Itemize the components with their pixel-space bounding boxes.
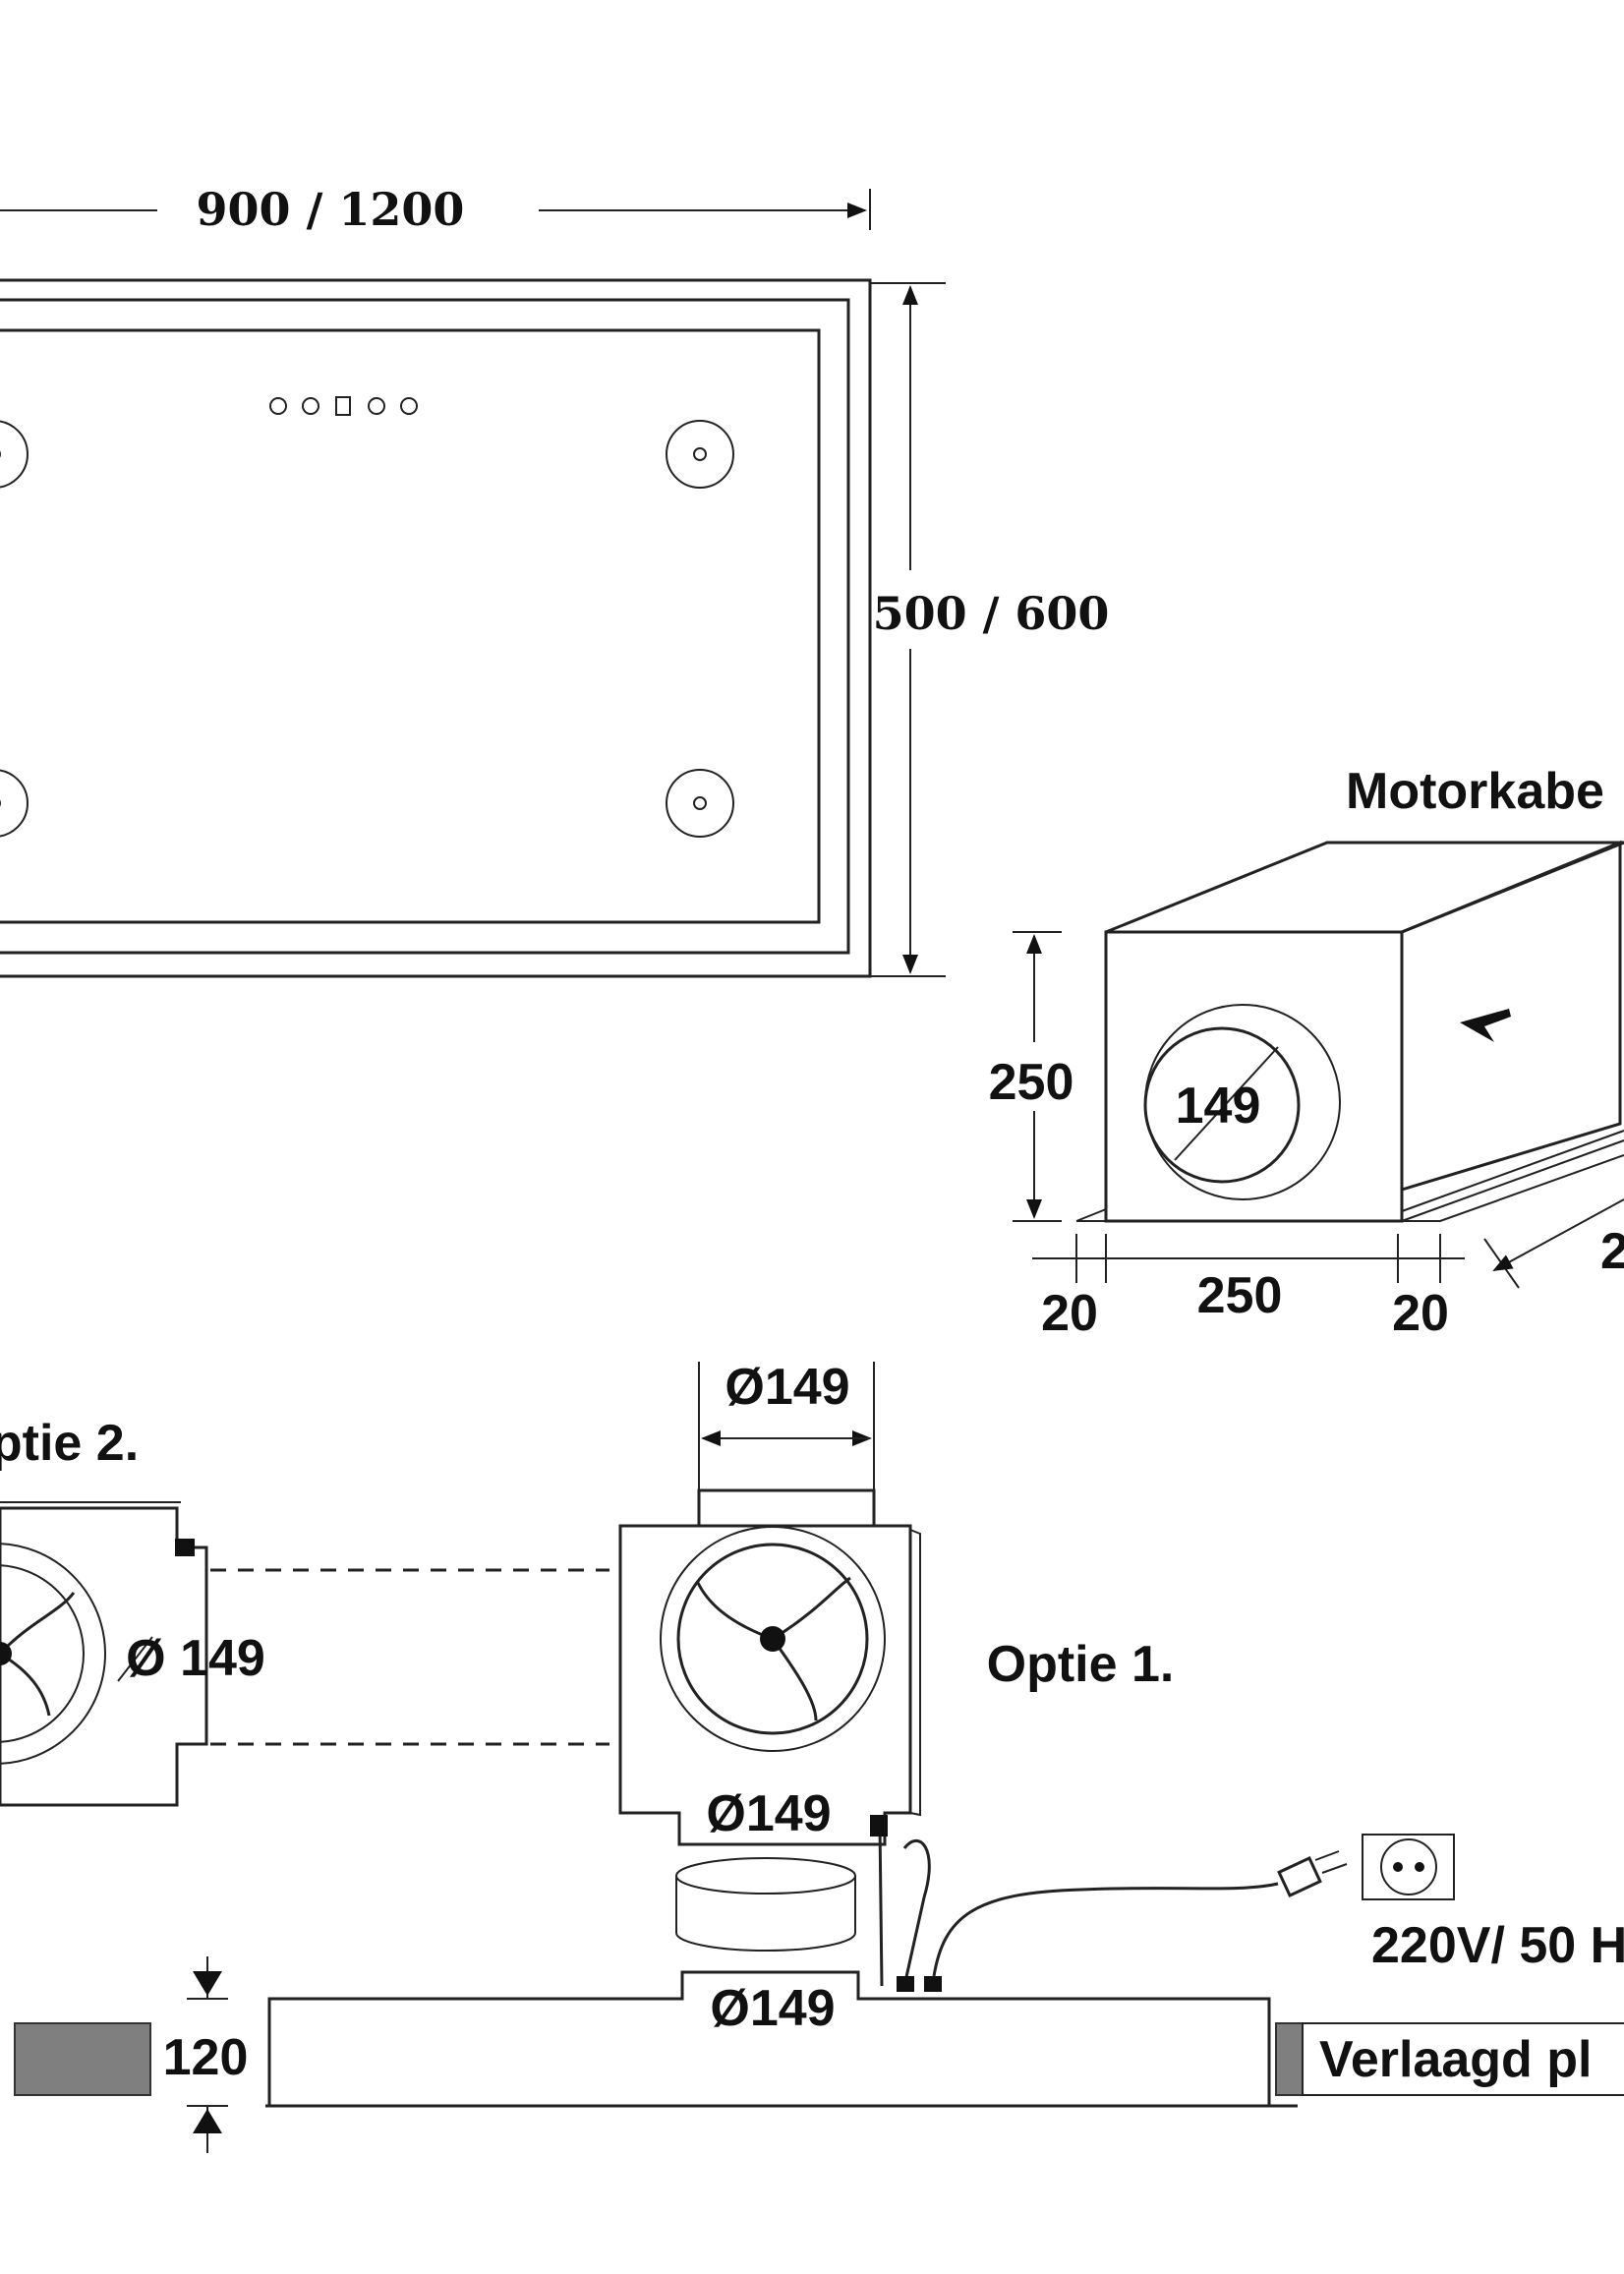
lamp-icon [666,420,734,489]
hood-middle-frame [0,298,850,955]
motor-box-title: Motorkabe [1346,763,1604,820]
socket-icon [1362,1834,1455,1900]
ceiling-left-block [14,2022,151,2096]
height-arrow-down-icon [193,1971,222,1996]
motor-height-label: 250 [989,1054,1074,1111]
ceiling-section: Ø149 Verlaagd pl 120 [14,1956,1624,2153]
motor-box-drawing: Motorkabe 149 250 20 250 20 2 [989,763,1624,1342]
motor-width-label: 250 [1197,1267,1283,1324]
power-label: 220V/ 50 H [1371,1917,1624,1974]
lamp-icon [0,769,29,838]
plug-icon [1277,1850,1348,1897]
height-arrow-up-icon [193,2109,222,2133]
motor-box-side [1400,840,1622,1193]
fan-hub [760,1626,785,1652]
lamp-icon [666,769,734,838]
flange-left-label: 20 [1041,1285,1098,1342]
housing-outlet-diameter-label: Ø149 [706,1785,831,1842]
outlet-diameter-label: 149 [1176,1078,1261,1135]
depth-label: 500 / 600 [873,587,1110,640]
ceiling-label-box [1302,2022,1624,2096]
fan-housing [618,1524,912,1846]
airflow-arrow-icon [1460,1009,1511,1042]
width-label: 900 / 1200 [197,183,465,236]
control-buttons [269,396,418,416]
cable-clip [878,1824,931,1987]
option-1-drawing: Ø149 Optie 1. Ø149 220V/ 50 H [618,1359,1624,1992]
height-label: 120 [163,2029,249,2086]
option-2-diameter-label: Ø 149 [126,1630,265,1687]
option-2-drawing: ptie 2. Ø 149 [0,1415,609,1807]
hood-outer-frame [0,278,872,978]
outlet-circle [1143,1026,1301,1184]
connector-ring [675,1857,856,1952]
ceiling-label: Verlaagd pl [1319,2031,1592,2088]
motor-depth-label: 2 [1600,1223,1624,1280]
top-duct-diameter-label: Ø149 [725,1359,849,1416]
hood-inner-panel [0,328,821,924]
flange-right-label: 20 [1392,1285,1449,1342]
ceiling-right-block [1275,2022,1304,2096]
option-2-label: ptie 2. [0,1415,139,1472]
power-cable [932,1882,1279,1977]
lamp-icon [0,420,29,489]
panel-diameter-label: Ø149 [710,1980,835,2037]
top-duct [697,1488,876,1528]
top-view-hood: 900 / 1200 500 / 600 [0,183,1110,978]
option-1-label: Optie 1. [987,1636,1175,1693]
